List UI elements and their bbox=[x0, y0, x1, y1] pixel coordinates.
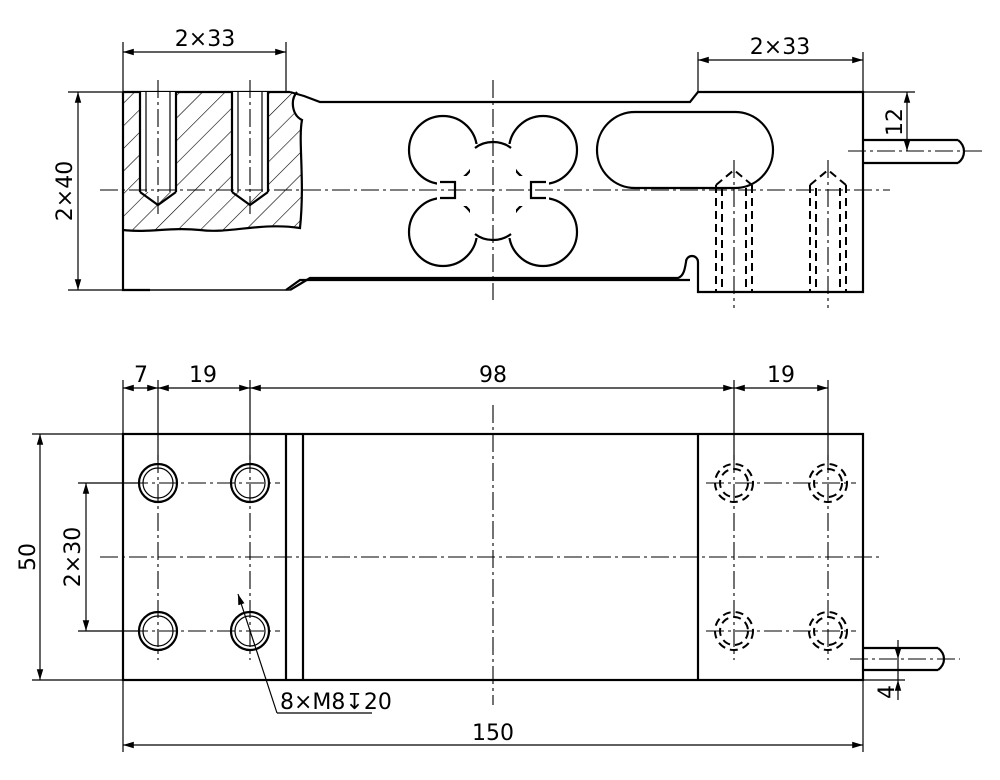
dim-edge-to-hole-label: 7 bbox=[134, 363, 148, 388]
dim-height-label: 2×40 bbox=[53, 161, 78, 221]
dim-width-label: 50 bbox=[16, 543, 41, 571]
dim-total-length-label: 150 bbox=[472, 721, 514, 746]
dim-right-pitch-label: 2×33 bbox=[750, 35, 810, 60]
break-line bbox=[122, 91, 304, 232]
top-view: 2×33 2×33 2×40 12 bbox=[53, 27, 985, 308]
dim-left-pitch-bottom-label: 19 bbox=[189, 363, 217, 388]
slot-cutout bbox=[595, 110, 775, 190]
hidden-hole-1 bbox=[715, 168, 753, 292]
dim-center-span-label: 98 bbox=[479, 363, 507, 388]
thread-callout-label: 8×M8↧20 bbox=[280, 690, 392, 715]
bottom-cable bbox=[850, 646, 960, 672]
dim-cable-offset-bottom-label: 4 bbox=[875, 685, 900, 699]
section-hole-1 bbox=[138, 92, 178, 207]
thread-callout-leader bbox=[237, 593, 278, 714]
dim-left-pitch-label: 2×33 bbox=[175, 27, 235, 52]
dim-right-pitch-bottom-label: 19 bbox=[767, 363, 795, 388]
bottom-view: 7 19 98 19 50 2×30 4 150 bbox=[16, 363, 960, 752]
dim-cable-offset-label: 12 bbox=[883, 108, 908, 136]
bottom-step bbox=[285, 278, 690, 291]
dim-hole-spacing-label: 2×30 bbox=[61, 527, 86, 587]
top-cable bbox=[848, 138, 985, 165]
hidden-hole-2 bbox=[809, 168, 847, 292]
